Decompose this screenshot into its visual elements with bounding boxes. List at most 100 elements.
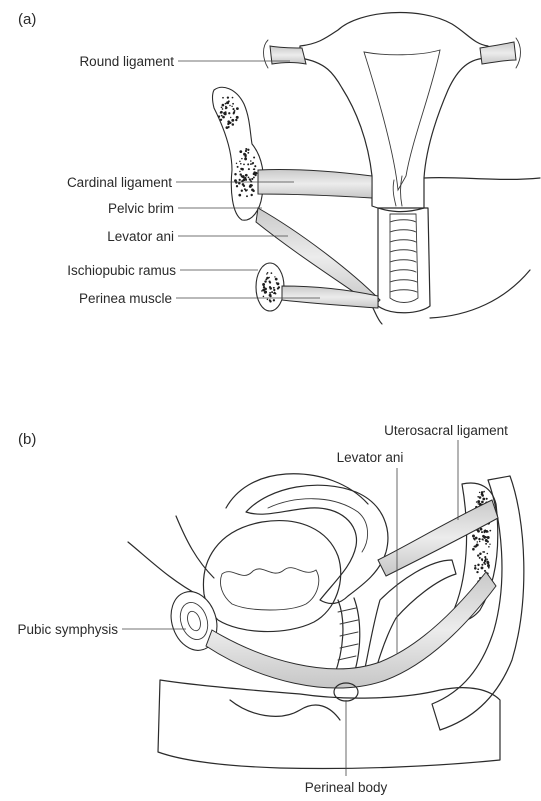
bone-speckle-dot bbox=[261, 290, 263, 292]
bone-speckle-dot bbox=[218, 115, 220, 117]
bone-speckle-dot bbox=[477, 568, 479, 570]
bone-speckle-dot bbox=[232, 108, 234, 110]
bone-speckle-dot bbox=[244, 188, 246, 190]
bone-speckle-dot bbox=[252, 162, 254, 164]
bone-speckle-dot bbox=[267, 272, 269, 274]
bone-speckle-dot bbox=[487, 553, 489, 555]
bone-speckle-dot bbox=[262, 283, 265, 286]
bone-speckle-dot bbox=[240, 168, 242, 170]
bone-speckle-dot bbox=[479, 552, 482, 555]
bone-speckle-dot bbox=[269, 294, 272, 297]
bone-speckle-dot bbox=[231, 106, 232, 107]
bone-speckle-dot bbox=[236, 107, 239, 110]
bone-speckle-dot bbox=[244, 157, 247, 160]
bone-speckle-dot bbox=[481, 558, 483, 560]
label-pelvic-brim: Pelvic brim bbox=[108, 201, 174, 216]
bone-speckle-dot bbox=[241, 190, 243, 192]
bone-speckle-dot bbox=[226, 126, 229, 129]
bone-speckle-dot bbox=[487, 540, 489, 542]
bone-speckle-dot bbox=[231, 119, 234, 122]
bowel-loop bbox=[226, 474, 368, 508]
bone-speckle-dot bbox=[250, 163, 252, 165]
bone-speckle-dot bbox=[473, 546, 475, 548]
pelvic-wall-right bbox=[424, 178, 540, 180]
bone-speckle-dot bbox=[234, 173, 236, 175]
bone-speckle-dot bbox=[221, 115, 223, 117]
label-round-ligament: Round ligament bbox=[79, 54, 174, 69]
bone-speckle-dot bbox=[247, 152, 249, 154]
bone-speckle-dot bbox=[276, 282, 279, 285]
round-ligament-right bbox=[480, 38, 521, 68]
bone-speckle-dot bbox=[239, 179, 241, 181]
bone-speckle-dot bbox=[245, 150, 247, 152]
pelvic-floor-mass bbox=[158, 680, 500, 769]
cardinal-ligament bbox=[258, 169, 372, 198]
bone-speckle-dot bbox=[241, 175, 243, 177]
bone-speckle-dot bbox=[227, 120, 230, 123]
bone-speckle-dot bbox=[488, 546, 490, 548]
bone-speckle-dot bbox=[222, 104, 225, 107]
bone-speckle-dot bbox=[479, 496, 482, 499]
bone-speckle-dot bbox=[479, 557, 481, 559]
bone-speckle-dot bbox=[243, 164, 245, 166]
bone-speckle-dot bbox=[273, 287, 275, 289]
bone-speckle-dot bbox=[253, 156, 255, 158]
ischiopubic-ramus-bone bbox=[256, 263, 284, 311]
bone-speckle-dot bbox=[487, 536, 490, 539]
bone-speckle-dot bbox=[481, 564, 483, 566]
bone-speckle-dot bbox=[255, 172, 258, 175]
bone-speckle-dot bbox=[476, 571, 478, 573]
bone-speckle-dot bbox=[271, 291, 273, 293]
bone-speckle-dot bbox=[481, 494, 484, 497]
bone-speckle-dot bbox=[236, 163, 237, 164]
bone-speckle-dot bbox=[478, 538, 480, 540]
label-pubic-symphysis: Pubic symphysis bbox=[17, 622, 118, 637]
bone-speckle-dot bbox=[240, 163, 242, 165]
bone-speckle-dot bbox=[479, 504, 480, 505]
bone-speckle-dot bbox=[229, 105, 230, 106]
bone-speckle-dot bbox=[245, 174, 248, 177]
bone-speckle-dot bbox=[253, 168, 255, 170]
bone-speckle-dot bbox=[253, 176, 255, 178]
bone-speckle-dot bbox=[239, 150, 242, 153]
bone-speckle-dot bbox=[263, 296, 265, 298]
bone-speckle-dot bbox=[221, 106, 223, 108]
bone-speckle-dot bbox=[247, 163, 249, 165]
bone-speckle-dot bbox=[274, 276, 275, 277]
bone-speckle-dot bbox=[236, 116, 239, 119]
bone-speckle-dot bbox=[273, 289, 275, 291]
bone-speckle-dot bbox=[487, 559, 488, 560]
uterosacral-ligament bbox=[378, 500, 498, 576]
bone-speckle-dot bbox=[232, 103, 234, 105]
bone-speckle-dot bbox=[483, 530, 486, 533]
bladder bbox=[203, 521, 340, 632]
bone-speckle-dot bbox=[249, 185, 252, 188]
label-cardinal-ligament: Cardinal ligament bbox=[67, 175, 172, 190]
bone-speckle-dot bbox=[477, 541, 478, 542]
bone-speckle-dot bbox=[226, 101, 229, 104]
bone-speckle-dot bbox=[477, 564, 479, 566]
bone-speckle-dot bbox=[278, 286, 280, 288]
iliac-bone bbox=[213, 87, 264, 220]
bone-speckle-dot bbox=[477, 554, 479, 556]
bone-speckle-dot bbox=[481, 531, 483, 533]
label-levator-ani-b: Levator ani bbox=[337, 450, 404, 465]
bone-speckle-dot bbox=[264, 280, 266, 282]
bone-speckle-dot bbox=[246, 195, 248, 197]
bone-speckle-dot bbox=[483, 491, 485, 493]
bone-speckle-dot bbox=[488, 567, 490, 569]
bone-speckle-dot bbox=[484, 556, 486, 558]
bone-speckle-dot bbox=[239, 161, 240, 162]
bone-speckle-dot bbox=[245, 148, 247, 150]
bone-speckle-dot bbox=[268, 277, 269, 278]
abdominal-wall-inner bbox=[176, 516, 214, 578]
bone-speckle-dot bbox=[475, 537, 478, 540]
bone-speckle-dot bbox=[483, 551, 485, 553]
label-perinea-muscle: Perinea muscle bbox=[79, 291, 172, 306]
bone-speckle-dot bbox=[481, 491, 484, 494]
bone-speckle-dot bbox=[481, 566, 484, 569]
bone-speckle-dot bbox=[474, 565, 476, 567]
bone-speckle-dot bbox=[250, 160, 252, 162]
bone-speckle-dot bbox=[476, 501, 478, 503]
bone-speckle-dot bbox=[275, 293, 277, 295]
